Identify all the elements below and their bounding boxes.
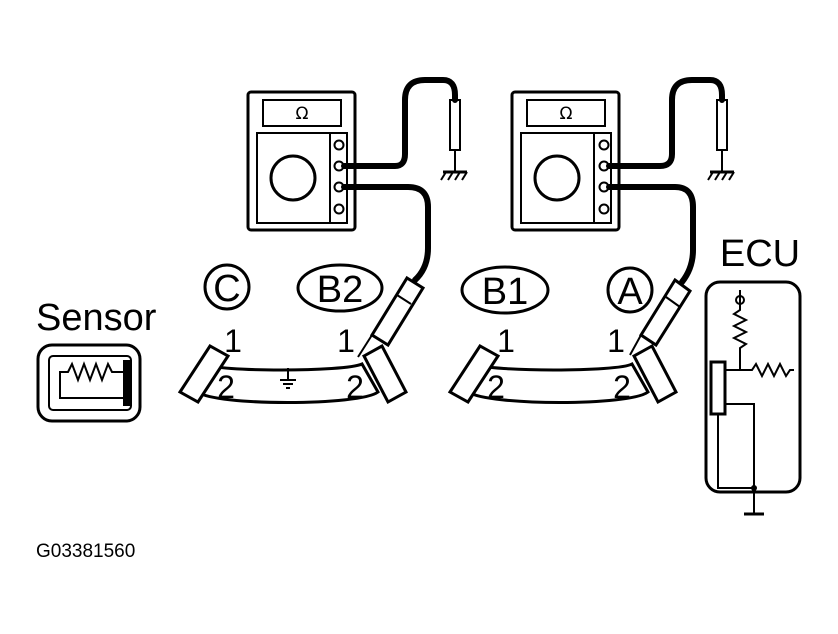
ecu-body bbox=[704, 280, 802, 516]
connector-b2-pin-2: 2 bbox=[346, 369, 364, 405]
connector-c-badge: C bbox=[203, 263, 251, 311]
connector-a-plug bbox=[631, 343, 679, 405]
probe-right bbox=[629, 277, 693, 356]
sensor-resistor-icon bbox=[59, 361, 123, 399]
connector-c-plug bbox=[177, 344, 231, 404]
ecu-series-resistor-icon bbox=[725, 361, 794, 379]
connector-b1-pin-2: 2 bbox=[487, 369, 505, 405]
connector-a-label: A bbox=[617, 271, 643, 313]
connector-b1-pin-1: 1 bbox=[497, 323, 515, 359]
ohmmeter-left-dial-icon bbox=[269, 154, 317, 202]
figure-code: G03381560 bbox=[36, 541, 135, 562]
connector-c-pin-2: 2 bbox=[217, 369, 235, 405]
ohmmeter-right-ground-lead bbox=[606, 77, 725, 169]
ecu-label: ECU bbox=[720, 233, 800, 275]
ground-probe-left bbox=[440, 99, 468, 181]
harness-right bbox=[447, 343, 679, 405]
ohmmeter-left-jack-4 bbox=[333, 203, 345, 215]
ohmmeter-right-jack-1 bbox=[598, 139, 610, 151]
connector-c-pin-1: 1 bbox=[224, 323, 242, 359]
sensor-label: Sensor bbox=[36, 297, 157, 339]
ohmmeter-left: Ω bbox=[246, 90, 357, 232]
connector-a-pin-2: 2 bbox=[613, 369, 631, 405]
ohmmeter-left-probe-lead bbox=[341, 184, 431, 283]
ohmmeter-right-unit: Ω bbox=[560, 104, 573, 124]
ohmmeter-left-panel bbox=[256, 132, 348, 224]
connector-a-pin-1: 1 bbox=[607, 323, 625, 359]
ground-probe-right bbox=[707, 99, 735, 181]
connector-b2-badge: B2 bbox=[296, 263, 384, 313]
ohmmeter-left-jack-1 bbox=[333, 139, 345, 151]
connector-a-badge: A bbox=[606, 266, 654, 314]
ohmmeter-left-ground-lead bbox=[341, 77, 458, 169]
ohmmeter-left-unit: Ω bbox=[296, 104, 309, 124]
connector-b1-badge: B1 bbox=[460, 265, 550, 315]
ecu-ground-icon bbox=[744, 492, 764, 516]
ohmmeter-right-jack-4 bbox=[598, 203, 610, 215]
harness-ground-icon bbox=[280, 368, 296, 389]
connector-b2-label: B2 bbox=[317, 269, 363, 311]
ohmmeter-right-dial-icon bbox=[533, 154, 581, 202]
ecu-pullup-resistor-icon bbox=[731, 304, 749, 370]
ohmmeter-right-panel bbox=[520, 132, 612, 224]
sensor-body bbox=[36, 343, 142, 423]
ohmmeter-left-display bbox=[262, 99, 342, 127]
harness-left bbox=[177, 343, 409, 405]
ohmmeter-right: Ω bbox=[510, 90, 621, 232]
connector-b2-pin-1: 1 bbox=[337, 323, 355, 359]
probe-left bbox=[357, 275, 426, 358]
ohmmeter-right-probe-lead bbox=[606, 184, 696, 285]
connector-b1-plug bbox=[447, 344, 501, 404]
ohmmeter-right-display bbox=[526, 99, 606, 127]
connector-b1-label: B1 bbox=[482, 271, 528, 313]
connector-b2-plug bbox=[361, 343, 409, 405]
ecu-terminal-icon bbox=[709, 360, 727, 416]
sensor-contact-icon bbox=[123, 360, 131, 406]
connector-c-label: C bbox=[213, 268, 240, 310]
